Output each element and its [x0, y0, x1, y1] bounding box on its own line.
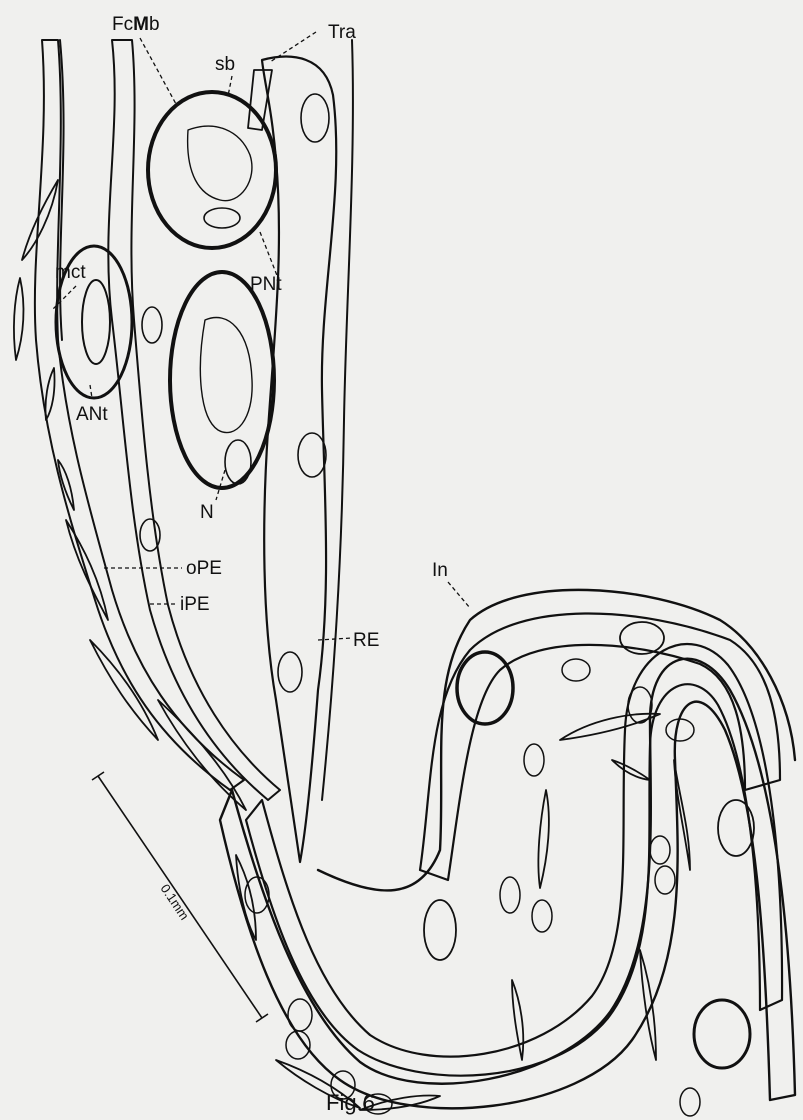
figure-caption: Fig.6: [326, 1090, 375, 1115]
label-in: In: [432, 560, 448, 581]
label-n: N: [200, 502, 214, 523]
label-fcmb-m: M: [133, 14, 149, 35]
scale-bar-label: 0.1mm: [158, 881, 193, 922]
label-tra: Tra: [328, 22, 356, 43]
label-pnt: PNt: [250, 274, 282, 295]
sensory-body-lower: [170, 272, 274, 488]
label-sb: sb: [215, 54, 235, 75]
labels: FcMb sb Tra mct PNt ANt N oPE iPE RE In …: [55, 14, 448, 1115]
label-fcmb-fc: Fc: [112, 14, 133, 35]
label-ipe: iPE: [180, 594, 210, 615]
outer-tissue-layers: [35, 40, 280, 800]
sensory-body-upper: [148, 92, 276, 248]
small-cells: [245, 659, 700, 1116]
nuclei: [140, 94, 754, 1068]
label-ope: oPE: [186, 558, 222, 579]
label-re: RE: [353, 630, 379, 651]
svg-text:FcMb: FcMb: [112, 14, 160, 35]
label-fcmb-b: b: [149, 14, 160, 35]
label-mct: mct: [55, 262, 86, 283]
label-ant: ANt: [76, 404, 108, 425]
in-layer: [318, 590, 795, 891]
u-shaped-band: [220, 644, 795, 1108]
